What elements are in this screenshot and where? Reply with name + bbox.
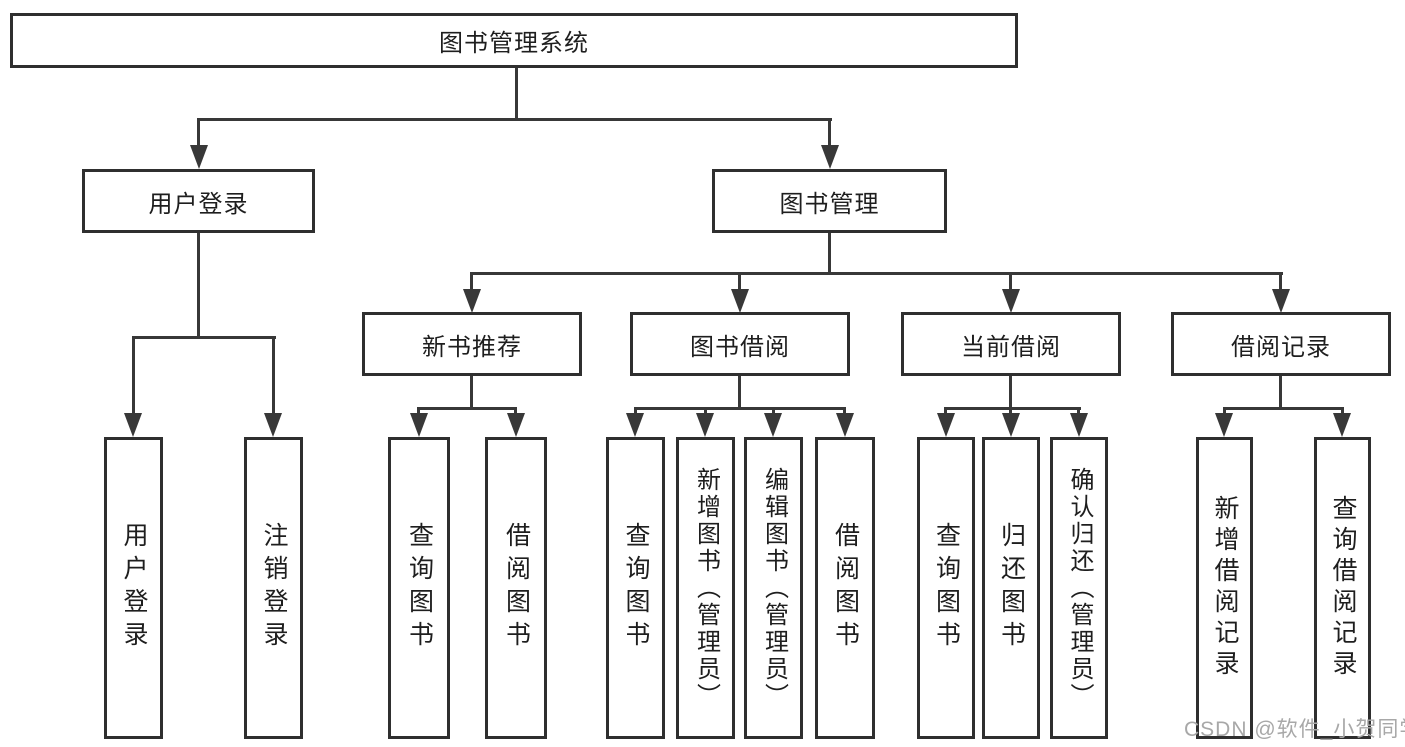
leaf-query-book-1: 查询图书	[388, 437, 450, 739]
leaf-query-book-3-label: 查询图书	[932, 522, 961, 654]
leaf-add-book-admin-label: 新增图书（管理员）	[692, 466, 720, 710]
arrowhead-leaf2	[264, 413, 282, 437]
leaf-return-book-label: 归还图书	[997, 522, 1026, 654]
connector-book-mgmt-down	[828, 233, 831, 275]
arrowhead-l3b	[731, 289, 749, 313]
connector-l3d-stem	[1279, 272, 1282, 294]
node-current-borrow: 当前借阅	[901, 312, 1121, 376]
leaf-user-login: 用户登录	[104, 437, 163, 739]
connector-groupD-hline	[1223, 407, 1344, 410]
arrowhead-leaf12	[1215, 413, 1233, 437]
leaf-edit-book-admin-label: 编辑图书（管理员）	[760, 466, 788, 710]
arrowhead-book-mgmt	[821, 145, 839, 169]
arrowhead-leaf5	[626, 413, 644, 437]
leaf-borrow-book-1: 借阅图书	[485, 437, 547, 739]
connector-groupB-hline	[634, 407, 846, 410]
leaf-logout-label: 注销登录	[260, 522, 288, 654]
connector-groupA-down	[470, 376, 473, 410]
arrowhead-leaf7	[764, 413, 782, 437]
node-root: 图书管理系统	[10, 13, 1018, 68]
connector-user-login-hline	[132, 336, 276, 339]
node-book-mgmt-label: 图书管理	[779, 190, 880, 218]
leaf-query-borrow-record: 查询借阅记录	[1314, 437, 1371, 739]
leaf-add-book-admin: 新增图书（管理员）	[676, 437, 735, 739]
node-new-book-recommend-label: 新书推荐	[422, 333, 522, 361]
leaf-logout: 注销登录	[244, 437, 303, 739]
arrowhead-leaf3	[410, 413, 428, 437]
arrowhead-leaf1	[124, 413, 142, 437]
leaf-confirm-return-admin: 确认归还（管理员）	[1050, 437, 1108, 739]
arrowhead-l3d	[1272, 289, 1290, 313]
arrowhead-l3c	[1002, 289, 1020, 313]
leaf-confirm-return-admin-label: 确认归还（管理员）	[1066, 466, 1093, 710]
leaf-edit-book-admin: 编辑图书（管理员）	[744, 437, 803, 739]
arrowhead-leaf4	[507, 413, 525, 437]
leaf-return-book: 归还图书	[982, 437, 1040, 739]
node-borrow-records-label: 借阅记录	[1231, 333, 1331, 361]
connector-groupB-down	[738, 376, 741, 410]
connector-user-login-stem	[197, 118, 200, 150]
node-book-mgmt: 图书管理	[712, 169, 947, 233]
node-current-borrow-label: 当前借阅	[961, 333, 1061, 361]
node-book-borrow: 图书借阅	[630, 312, 850, 376]
connector-l3c-stem	[1009, 272, 1012, 294]
arrowhead-leaf13	[1333, 413, 1351, 437]
arrowhead-user-login	[190, 145, 208, 169]
node-user-login-label: 用户登录	[148, 190, 249, 218]
leaf-user-login-label: 用户登录	[120, 522, 148, 654]
connector-leaf1-stem	[132, 336, 135, 416]
connector-groupD-down	[1279, 376, 1282, 410]
leaf-add-borrow-record: 新增借阅记录	[1196, 437, 1253, 739]
connector-l3a-stem	[470, 272, 473, 294]
node-new-book-recommend: 新书推荐	[362, 312, 582, 376]
connector-level2-hline	[197, 118, 832, 121]
csdn-watermark: CSDN @软件_小贺同学	[1184, 718, 1405, 741]
leaf-query-book-1-label: 查询图书	[405, 522, 434, 654]
arrowhead-leaf8	[836, 413, 854, 437]
arrowhead-leaf9	[937, 413, 955, 437]
leaf-borrow-book-2: 借阅图书	[815, 437, 875, 739]
connector-groupC-hline	[944, 407, 1081, 410]
connector-user-login-down	[197, 233, 200, 339]
connector-l3b-stem	[738, 272, 741, 294]
arrowhead-leaf6	[696, 413, 714, 437]
node-user-login: 用户登录	[82, 169, 315, 233]
leaf-add-borrow-record-label: 新增借阅记录	[1211, 495, 1239, 681]
leaf-query-book-2: 查询图书	[606, 437, 665, 739]
node-root-label: 图书管理系统	[439, 30, 589, 57]
connector-level3-hline	[470, 272, 1283, 275]
leaf-query-book-3: 查询图书	[917, 437, 975, 739]
arrowhead-l3a	[463, 289, 481, 313]
node-borrow-records: 借阅记录	[1171, 312, 1391, 376]
connector-leaf2-stem	[272, 336, 275, 416]
node-book-borrow-label: 图书借阅	[690, 333, 790, 361]
leaf-query-borrow-record-label: 查询借阅记录	[1329, 495, 1357, 681]
connector-book-mgmt-stem	[828, 118, 831, 150]
connector-groupA-hline	[417, 407, 517, 410]
arrowhead-leaf11	[1070, 413, 1088, 437]
connector-groupC-down	[1009, 376, 1012, 410]
arrowhead-leaf10	[1002, 413, 1020, 437]
leaf-borrow-book-1-label: 借阅图书	[502, 522, 531, 654]
connector-root-stem	[515, 68, 518, 121]
leaf-query-book-2-label: 查询图书	[622, 522, 650, 654]
leaf-borrow-book-2-label: 借阅图书	[831, 522, 860, 654]
